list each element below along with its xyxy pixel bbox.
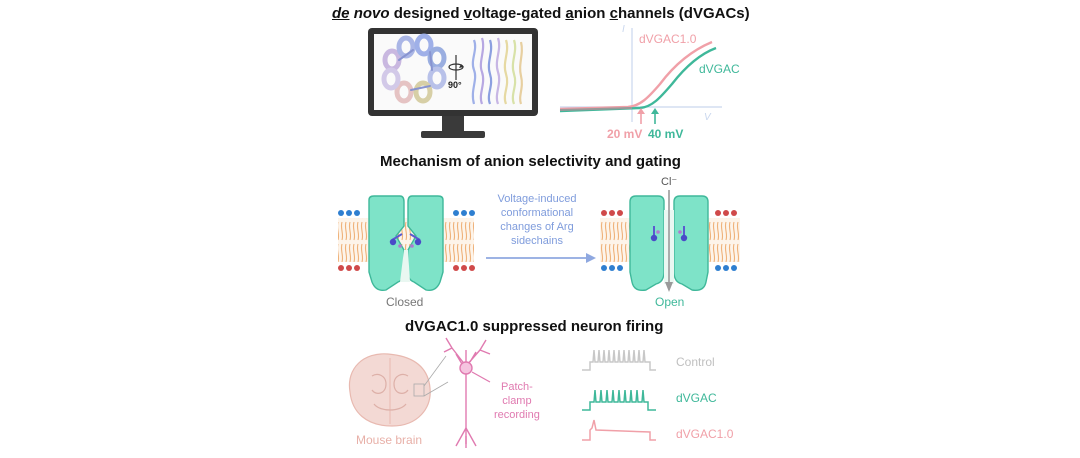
rotation-label: 90°: [448, 80, 462, 90]
title-word-ated: ated: [530, 5, 566, 22]
title-letter-c: c: [609, 5, 618, 22]
trace-label-dvgac: dVGAC: [676, 391, 717, 405]
arrow-text-line: Voltage-induced: [497, 193, 577, 205]
mouse-brain-label: Mouse brain: [356, 433, 423, 447]
title-word-oltage: oltage-: [472, 5, 522, 22]
mouse-brain-icon: [348, 353, 431, 427]
open-label: Open: [655, 295, 685, 309]
neuron-icon: [423, 337, 491, 448]
protein-side-view: [471, 37, 523, 105]
title-word-hannels: hannels (dVGACs): [617, 5, 750, 22]
closed-channel-diagram: [338, 195, 475, 292]
title-letter-g: g: [521, 5, 531, 22]
rotation-icon: [448, 55, 464, 80]
patch-label-line: recording: [494, 409, 540, 421]
trace-control: [582, 349, 656, 371]
title-word-novo: novo: [353, 5, 390, 22]
transition-arrow: [486, 253, 596, 263]
axis-i-label: I: [622, 24, 625, 35]
iv-trace-baseline: [559, 107, 633, 111]
open-arg-sidechains: [650, 226, 688, 242]
title-mechanism: Mechanism of anion selectivity and gatin…: [380, 153, 681, 170]
curve-label-dvgac10: dVGAC1.0: [639, 32, 697, 46]
trace-dvgac10: [582, 419, 656, 441]
closed-label: Closed: [386, 295, 424, 309]
protein-top-view: [381, 33, 447, 104]
open-pos-charges-top: [601, 210, 737, 216]
arrow-text-line: conformational: [500, 207, 574, 219]
title-word-designed: designed: [389, 5, 464, 22]
trace-label-control: Control: [676, 355, 715, 369]
closed-neg-charges: [338, 210, 475, 216]
open-channel-diagram: [600, 190, 740, 292]
arrow-text-line: changes of Arg: [500, 221, 574, 233]
patch-label-line: clamp: [502, 395, 532, 407]
iv-trace-dvgac10: [559, 40, 713, 111]
patch-label-line: Patch-: [501, 381, 533, 393]
iv-curve-plot: [559, 28, 722, 124]
threshold-40mv: 40 mV: [648, 127, 684, 141]
trace-dvgac: [582, 389, 656, 411]
curve-label-dvgac: dVGAC: [699, 62, 740, 76]
title-neuron-firing: dVGAC1.0 suppressed neuron firing: [405, 318, 664, 335]
closed-arg-sidechains: [389, 233, 422, 248]
firing-traces: [582, 349, 656, 441]
patch-pipette: [471, 371, 491, 383]
axis-v-label: V: [704, 112, 711, 123]
arrow-description: Voltage-induced conformational changes o…: [486, 192, 588, 248]
title-word-nion: nion: [573, 5, 610, 22]
ion-label: Cl⁻: [661, 176, 678, 188]
open-neg-charges-bottom: [601, 265, 737, 271]
title-letter-a: a: [565, 5, 574, 22]
trace-label-dvgac10: dVGAC1.0: [676, 427, 734, 441]
arrow-text-line: sidechains: [511, 235, 563, 247]
title-designed-channels: de novo designed voltage-gated anion cha…: [332, 5, 750, 22]
patch-clamp-label: Patch- clamp recording: [494, 380, 540, 422]
closed-pos-charges: [338, 265, 475, 271]
title-word-de: de: [332, 5, 350, 22]
threshold-20mv: 20 mV: [607, 127, 643, 141]
title-letter-v: v: [463, 5, 473, 22]
iv-trace-dvgac: [559, 46, 717, 113]
